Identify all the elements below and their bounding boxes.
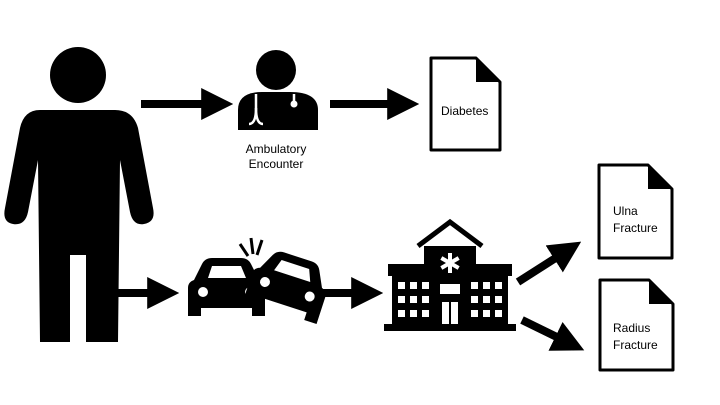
ulna-label-line1: Ulna — [613, 204, 638, 218]
encounter-label: Ambulatory Encounter — [230, 142, 322, 172]
ulna-label-line2: Fracture — [613, 221, 658, 235]
ulna-fracture-label: Ulna Fracture — [613, 203, 658, 237]
arrow-hospital-to-ulna — [515, 241, 582, 286]
doctor-icon — [238, 50, 318, 130]
radius-label-line1: Radius — [613, 321, 651, 335]
car-crash-icon — [188, 237, 326, 324]
document-icon-diabetes — [429, 56, 502, 152]
arrow-hospital-to-radius — [520, 316, 585, 351]
document-icon-radius — [598, 278, 675, 372]
document-icon-ulna — [597, 163, 674, 260]
radius-fracture-label: Radius Fracture — [613, 320, 658, 354]
encounter-label-line1: Ambulatory — [245, 142, 307, 156]
radius-label-line2: Fracture — [613, 338, 658, 352]
diabetes-label: Diabetes — [441, 104, 489, 118]
encounter-label-line2: Encounter — [248, 157, 304, 171]
hospital-icon — [384, 218, 516, 331]
person-icon — [4, 47, 154, 342]
